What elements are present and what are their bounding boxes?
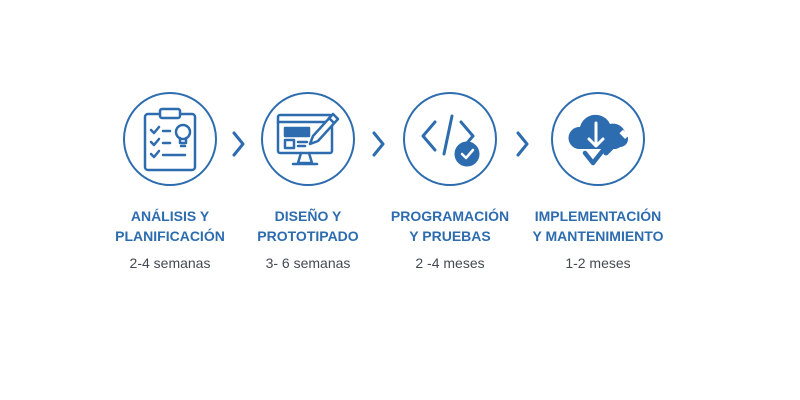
chevron-right-icon	[232, 131, 245, 157]
step-duration: 2-4 semanas	[129, 255, 211, 271]
step-title: IMPLEMENTACIÓN Y MANTENIMIENTO	[532, 208, 664, 244]
step-programming: PROGRAMACIÓN Y PRUEBAS 2 -4 meses	[360, 92, 540, 271]
step-circle	[261, 92, 355, 186]
step-duration: 3- 6 semanas	[265, 255, 351, 271]
step-circle	[551, 92, 645, 186]
cloud-wrench-icon	[568, 114, 629, 166]
code-check-icon	[421, 114, 480, 167]
step-title: PROGRAMACIÓN Y PRUEBAS	[390, 208, 510, 244]
step-implementation: IMPLEMENTACIÓN Y MANTENIMIENTO 1-2 meses	[508, 92, 688, 271]
chevron-right-icon	[516, 131, 529, 157]
step-circle	[123, 92, 217, 186]
step-circle	[403, 92, 497, 186]
step-title: DISEÑO Y PROTOTIPADO	[257, 208, 359, 244]
clipboard-checklist-icon	[143, 107, 197, 172]
chevron-right-icon	[372, 131, 385, 157]
step-analysis: ANÁLISIS Y PLANIFICACIÓN 2-4 semanas	[80, 92, 260, 271]
monitor-design-pencil-icon	[276, 112, 340, 166]
step-title: ANÁLISIS Y PLANIFICACIÓN	[115, 208, 225, 244]
step-duration: 2 -4 meses	[415, 255, 485, 271]
step-design: DISEÑO Y PROTOTIPADO 3- 6 semanas	[218, 92, 398, 271]
step-duration: 1-2 meses	[565, 255, 631, 271]
